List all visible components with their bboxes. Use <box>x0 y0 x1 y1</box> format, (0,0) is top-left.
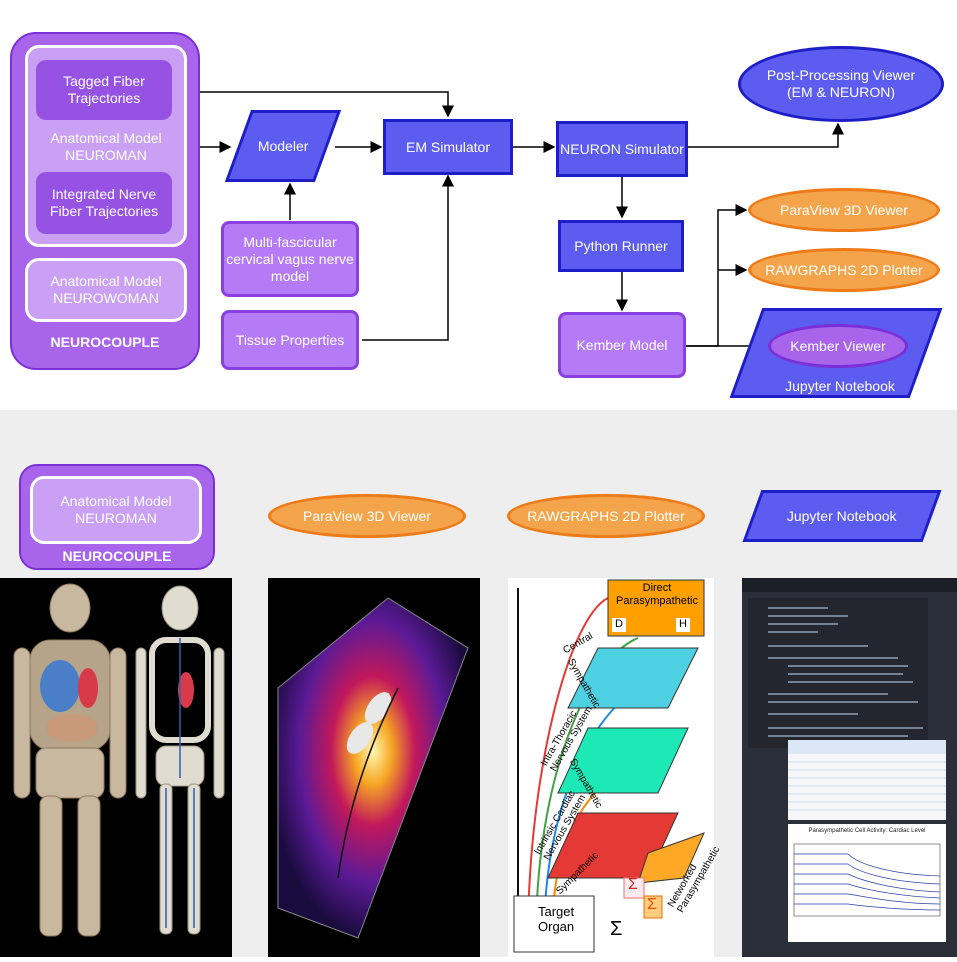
em-simulator-label: EM Simulator <box>405 138 491 155</box>
integrated-nerve-box: Integrated Nerve Fiber Trajectories <box>36 172 172 234</box>
rawgraphs-label: RAWGRAPHS 2D Plotter <box>765 261 923 278</box>
bottom-paraview-label: ParaView 3D Viewer <box>303 507 431 524</box>
bottom-paraview-oval: ParaView 3D Viewer <box>268 494 466 538</box>
kember-model-label: Kember Model <box>576 336 668 353</box>
em-simulator-box: EM Simulator <box>383 119 513 175</box>
neuroman-label-wrap: Anatomical Model NEUROMAN <box>30 128 182 166</box>
bottom-neuroman-box: Anatomical Model NEUROMAN <box>30 476 202 544</box>
neurowoman-box: Anatomical Model NEUROWOMAN <box>25 258 187 322</box>
rawgraphs-oval: RAWGRAPHS 2D Plotter <box>748 248 940 292</box>
jupyter-output-chart: Parasympathetic Cell Activity: Cardiac L… <box>788 824 946 942</box>
jupyter-code-lines <box>768 607 923 737</box>
target-organ-label: Target Organ <box>538 904 575 934</box>
bottom-rawgraphs-oval: RAWGRAPHS 2D Plotter <box>507 494 705 538</box>
kember-viewer-oval: Kember Viewer <box>768 324 908 368</box>
python-runner-box: Python Runner <box>558 220 684 272</box>
tagged-fiber-box: Tagged Fiber Trajectories <box>36 60 172 120</box>
anatomical-render-panel <box>0 578 232 957</box>
jupyter-chart-lines <box>793 843 941 917</box>
jupyter-notebook-caption: Jupyter Notebook <box>785 377 895 394</box>
neuroman-label: Anatomical Model NEUROMAN <box>50 130 162 163</box>
bottom-jupyter-label: Jupyter Notebook <box>787 507 897 524</box>
jupyter-output-table <box>788 740 946 820</box>
jupyter-toolbar <box>742 578 957 592</box>
tissue-properties-label: Tissue Properties <box>235 331 345 348</box>
sum-symbol-2: Σ <box>647 896 657 913</box>
post-processing-viewer-label: Post-Processing Viewer (EM & NEURON) <box>766 67 916 100</box>
vagus-model-label: Multi-fascicular cervical vagus nerve mo… <box>226 233 354 284</box>
paraview-render-panel <box>268 578 480 957</box>
jupyter-chart-title: Parasympathetic Cell Activity: Cardiac L… <box>808 828 926 834</box>
tissue-properties-box: Tissue Properties <box>221 310 359 370</box>
bottom-rawgraphs-label: RAWGRAPHS 2D Plotter <box>527 507 685 524</box>
bottom-neurocouple-title-wrap: NEUROCOUPLE <box>19 546 215 566</box>
modeler-label: Modeler <box>257 137 309 154</box>
neurocouple-title-wrap: NEUROCOUPLE <box>10 330 200 354</box>
bottom-neurocouple-title: NEUROCOUPLE <box>62 547 172 564</box>
vagus-model-box: Multi-fascicular cervical vagus nerve mo… <box>221 221 359 297</box>
neurowoman-label: Anatomical Model NEUROWOMAN <box>50 273 162 306</box>
sum-symbol-3: Σ <box>610 918 623 940</box>
flow-connectors <box>200 91 844 352</box>
sum-symbol-1: Σ <box>628 876 638 893</box>
paraview-oval: ParaView 3D Viewer <box>748 188 940 232</box>
direct-parasympathetic-label: Direct Parasympathetic <box>616 582 698 607</box>
jupyter-notebook-caption-wrap: Jupyter Notebook <box>760 376 920 396</box>
integrated-nerve-label: Integrated Nerve Fiber Trajectories <box>49 186 159 219</box>
direct-h-label: H <box>676 618 690 632</box>
jupyter-code-cell <box>748 598 928 748</box>
neuron-simulator-label: NEURON Simulator <box>560 140 684 157</box>
jupyter-screenshot-panel: Parasympathetic Cell Activity: Cardiac L… <box>742 578 957 957</box>
kember-model-box: Kember Model <box>558 312 686 378</box>
rawgraphs-panel: Direct Parasympathetic D H Central Sympa… <box>508 578 722 957</box>
bottom-jupyter-shape: Jupyter Notebook <box>742 490 942 542</box>
neurocouple-title: NEUROCOUPLE <box>50 333 160 350</box>
anatomical-render-image <box>13 583 225 937</box>
jupyter-table-grid <box>788 740 946 811</box>
direct-d-label: D <box>612 618 626 632</box>
post-processing-viewer-oval: Post-Processing Viewer (EM & NEURON) <box>738 46 944 122</box>
kember-viewer-label: Kember Viewer <box>790 337 886 354</box>
rawgraphs-diagram-image <box>513 579 705 953</box>
paraview-render-image <box>277 597 469 939</box>
tagged-fiber-label: Tagged Fiber Trajectories <box>63 73 145 106</box>
bottom-neuroman-label: Anatomical Model NEUROMAN <box>60 493 172 526</box>
neuron-simulator-box: NEURON Simulator <box>556 121 688 177</box>
paraview-label: ParaView 3D Viewer <box>780 201 908 218</box>
python-runner-label: Python Runner <box>574 237 668 254</box>
